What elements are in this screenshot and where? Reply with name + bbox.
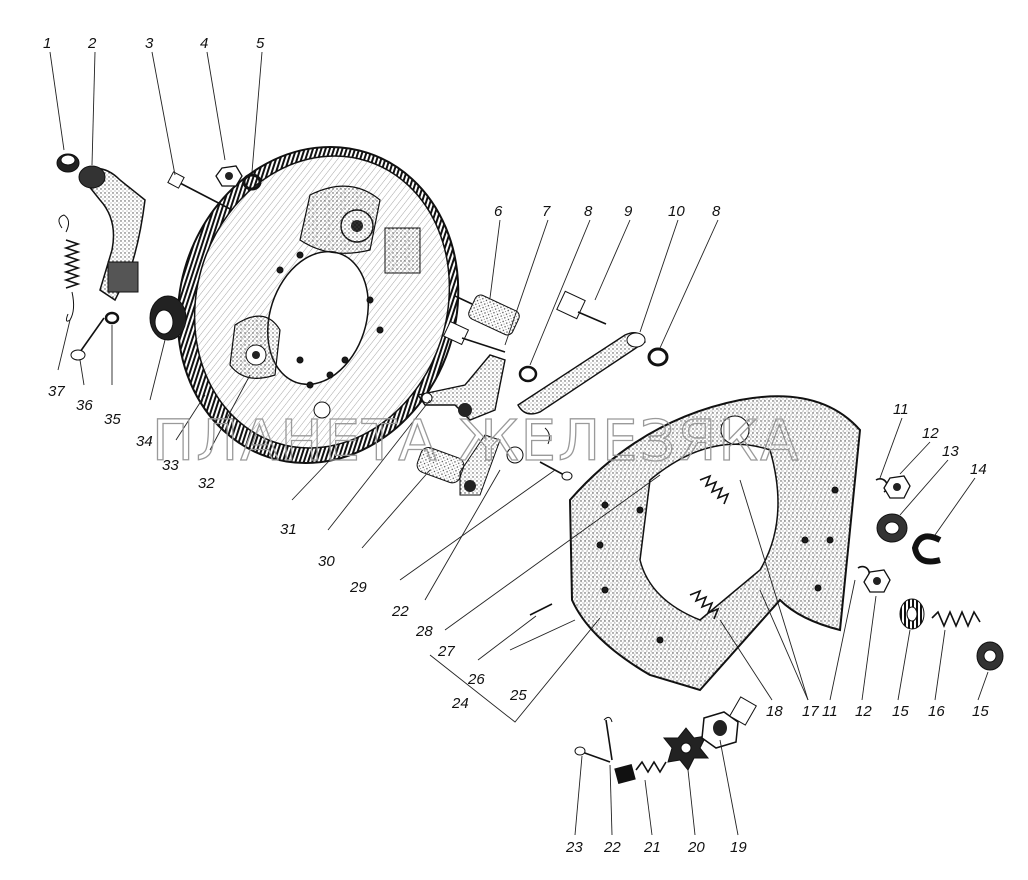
callout-15-left: 15 — [892, 703, 909, 720]
washer-5 — [242, 173, 262, 191]
callout-35: 35 — [104, 411, 121, 428]
callout-11-upper: 11 — [893, 401, 909, 418]
spring-37 — [58, 214, 81, 322]
callout-17: 17 — [802, 703, 819, 720]
nut-12-upper — [883, 475, 911, 499]
shaft-bolt — [442, 320, 506, 353]
callout-6: 6 — [494, 203, 503, 220]
bolt-23 — [574, 746, 611, 763]
nut-19 — [701, 696, 757, 749]
washer-35 — [104, 311, 120, 325]
watermark: ПЛАНЕТА ЖЕЛЕЗЯКА — [152, 409, 800, 474]
callout-27: 27 — [437, 643, 455, 660]
bushing-34 — [149, 295, 187, 341]
callout-13: 13 — [942, 443, 959, 460]
callout-26: 26 — [467, 671, 485, 688]
callout-29: 29 — [349, 579, 367, 596]
lever-29 — [416, 434, 524, 496]
lever-2 — [78, 165, 146, 302]
pin-22-upper — [539, 427, 573, 481]
bolt-9 — [556, 290, 607, 325]
callout-1: 1 — [43, 35, 51, 52]
callout-11-lower: 11 — [822, 703, 838, 720]
star-wheel-20 — [662, 727, 710, 771]
callout-25: 25 — [509, 687, 527, 704]
callout-34: 34 — [136, 433, 153, 450]
callout-32: 32 — [198, 475, 215, 492]
callout-28: 28 — [415, 623, 433, 640]
callout-22-upper: 22 — [391, 603, 409, 620]
callout-22-lower: 22 — [603, 839, 621, 856]
callout-23: 23 — [565, 839, 583, 856]
bolt-3 — [167, 171, 233, 211]
callout-18: 18 — [766, 703, 783, 720]
callout-labels: 1 2 3 4 5 6 7 8 9 10 8 11 12 13 14 11 12… — [43, 35, 989, 856]
callout-21: 21 — [643, 839, 661, 856]
callout-5: 5 — [256, 35, 265, 52]
pin-26 — [529, 603, 553, 616]
callout-10: 10 — [668, 203, 685, 220]
spring-16 — [931, 609, 981, 629]
callout-30: 30 — [318, 553, 335, 570]
callout-8-left: 8 — [584, 203, 593, 220]
callout-12-lower: 12 — [855, 703, 872, 720]
nut-4 — [215, 165, 243, 187]
callout-7: 7 — [542, 203, 551, 220]
callout-8-right: 8 — [712, 203, 721, 220]
callout-15-right: 15 — [972, 703, 989, 720]
callout-3: 3 — [145, 35, 154, 52]
clip-14 — [911, 533, 942, 565]
backing-plate — [176, 145, 460, 465]
callout-16: 16 — [928, 703, 945, 720]
callout-4: 4 — [200, 35, 208, 52]
callout-19: 19 — [730, 839, 747, 856]
callout-2: 2 — [87, 35, 97, 52]
callout-12-upper: 12 — [922, 425, 939, 442]
callout-36: 36 — [76, 397, 93, 414]
brake-shoe-assembly — [568, 395, 862, 692]
cam-shaft-6 — [454, 294, 520, 336]
washer-13 — [876, 513, 908, 543]
pin-22-lower — [603, 716, 613, 761]
callout-37: 37 — [48, 383, 65, 400]
gear-15-left — [899, 598, 925, 630]
callout-31: 31 — [280, 521, 297, 538]
cap-15-right — [976, 641, 1004, 671]
nut-12-lower — [863, 569, 891, 593]
arm-10 — [517, 332, 646, 415]
washer-8-left — [518, 365, 538, 383]
washer-8-right — [647, 347, 669, 367]
callout-20: 20 — [687, 839, 705, 856]
callout-33: 33 — [162, 457, 179, 474]
screw-21 — [614, 760, 667, 785]
callout-9: 9 — [624, 203, 633, 220]
callout-14: 14 — [970, 461, 987, 478]
leader-lines — [49, 51, 989, 836]
bolt-36 — [70, 317, 105, 361]
callout-24: 24 — [451, 695, 469, 712]
nut-1 — [56, 153, 80, 173]
